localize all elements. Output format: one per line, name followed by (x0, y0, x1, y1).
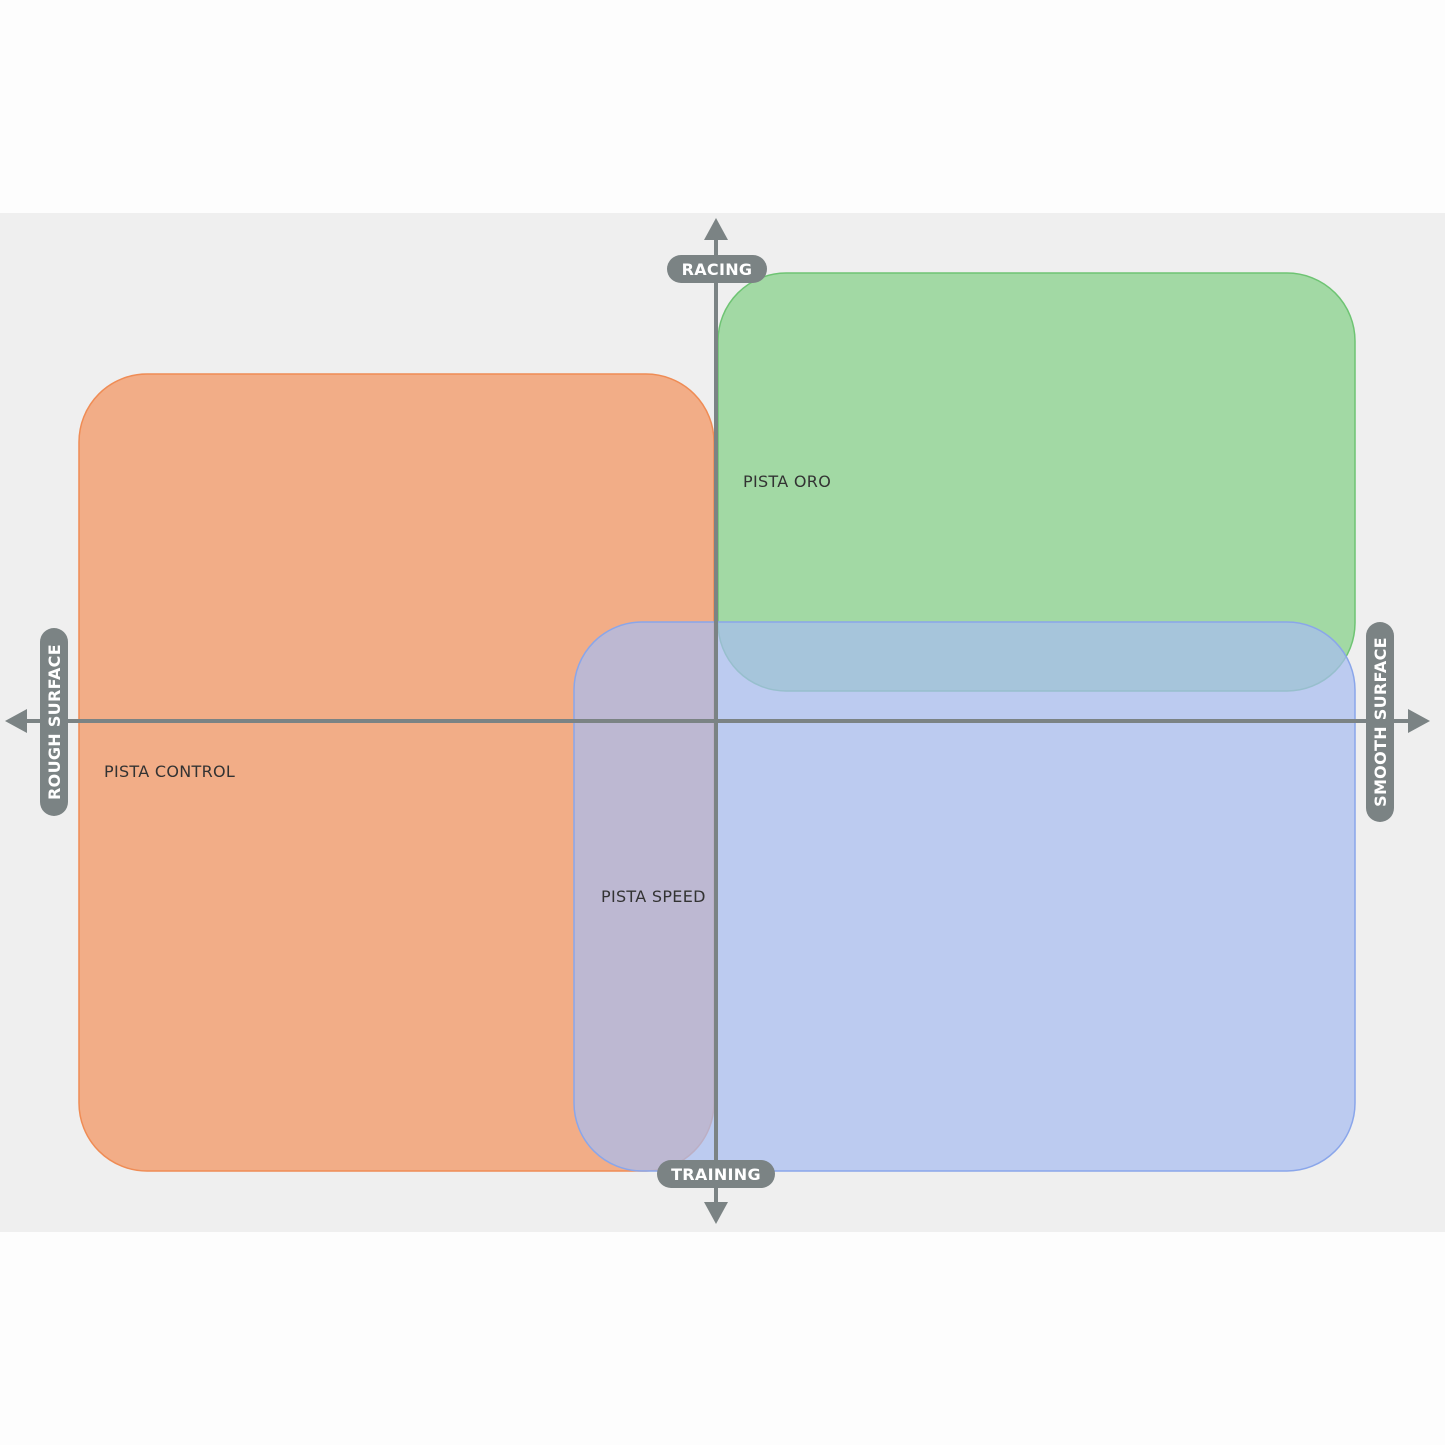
label-pista-speed: PISTA SPEED (601, 887, 706, 906)
arrow-right-icon (1408, 709, 1430, 733)
svg-text:RACING: RACING (682, 260, 753, 279)
label-pista-oro: PISTA ORO (743, 472, 831, 491)
region-pista-speed[interactable] (573, 621, 1356, 1172)
arrow-down-icon (704, 1202, 728, 1224)
axis-label-right: SMOOTH SURFACE (1366, 622, 1394, 822)
svg-text:ROUGH SURFACE: ROUGH SURFACE (45, 644, 64, 800)
axis-label-bottom: TRAINING (657, 1160, 775, 1188)
axes (5, 218, 1430, 1224)
arrow-left-icon (5, 709, 27, 733)
svg-text:TRAINING: TRAINING (671, 1165, 761, 1184)
arrow-up-icon (704, 218, 728, 240)
label-pista-control: PISTA CONTROL (104, 762, 235, 781)
axis-label-left: ROUGH SURFACE (40, 628, 68, 816)
axis-label-top: RACING (667, 255, 767, 283)
svg-text:SMOOTH SURFACE: SMOOTH SURFACE (1371, 637, 1390, 807)
